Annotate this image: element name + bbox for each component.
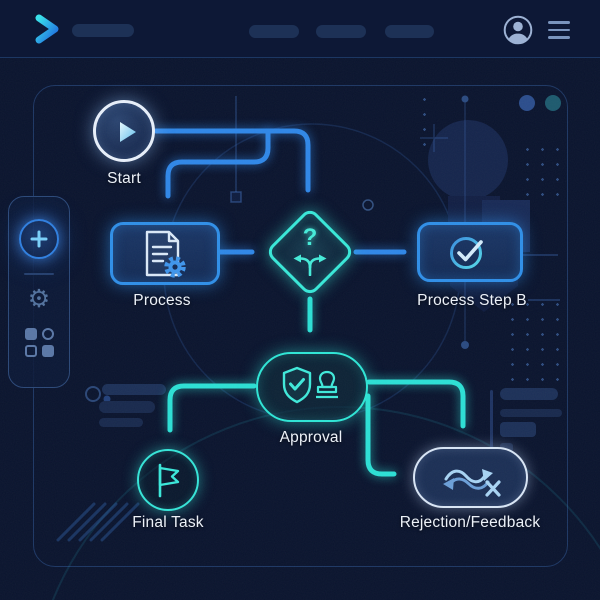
label-process-step-b: Process Step B [417,292,527,309]
node-process-step-b[interactable] [417,222,523,282]
node-process[interactable] [110,222,220,285]
question-mark: ? [302,224,318,251]
edge-approval-rejection-left [365,393,397,477]
nav-item-placeholder-1[interactable] [249,25,299,38]
check-circle-icon [450,237,483,269]
edge-approval-finaltask [167,383,257,433]
shield-check-stamp-icon [282,366,338,404]
app-logo-icon[interactable] [32,13,62,45]
nav-item-placeholder-3[interactable] [385,25,434,38]
label-rejection: Rejection/Feedback [399,514,541,531]
shuffle-cross-icon [442,468,501,497]
sidebar-divider [24,273,54,275]
nav-item-placeholder-2[interactable] [316,25,366,38]
play-icon [120,122,136,142]
label-final-task: Final Task [132,514,204,531]
node-start[interactable] [93,100,155,162]
shapes-grid-icon[interactable] [24,328,54,357]
node-approval[interactable] [256,352,368,422]
edge-start-process [165,128,271,199]
shape-square-filled [24,328,37,340]
flag-icon [158,463,180,498]
shape-square-outline [24,345,37,357]
edge-approval-rejection-top [366,379,466,429]
node-final-task[interactable] [137,449,199,511]
plus-icon [30,230,48,248]
document-gear-icon [145,230,186,278]
label-process: Process [133,292,191,309]
gear-icon[interactable]: ⚙ [27,285,51,313]
shape-circle-outline [41,328,54,340]
brand-name-placeholder [72,24,134,37]
label-approval: Approval [279,429,343,446]
flow-canvas: ⚙ [0,57,600,600]
topbar [0,0,600,58]
tool-sidebar: ⚙ [8,196,70,388]
label-start: Start [107,170,141,187]
add-node-button[interactable] [19,219,59,259]
node-rejection-feedback[interactable] [413,447,528,508]
hamburger-menu-icon[interactable] [548,21,570,39]
user-avatar[interactable] [503,15,533,45]
shape-square-filled [41,345,54,357]
question-branch-icon: ? [281,220,339,284]
